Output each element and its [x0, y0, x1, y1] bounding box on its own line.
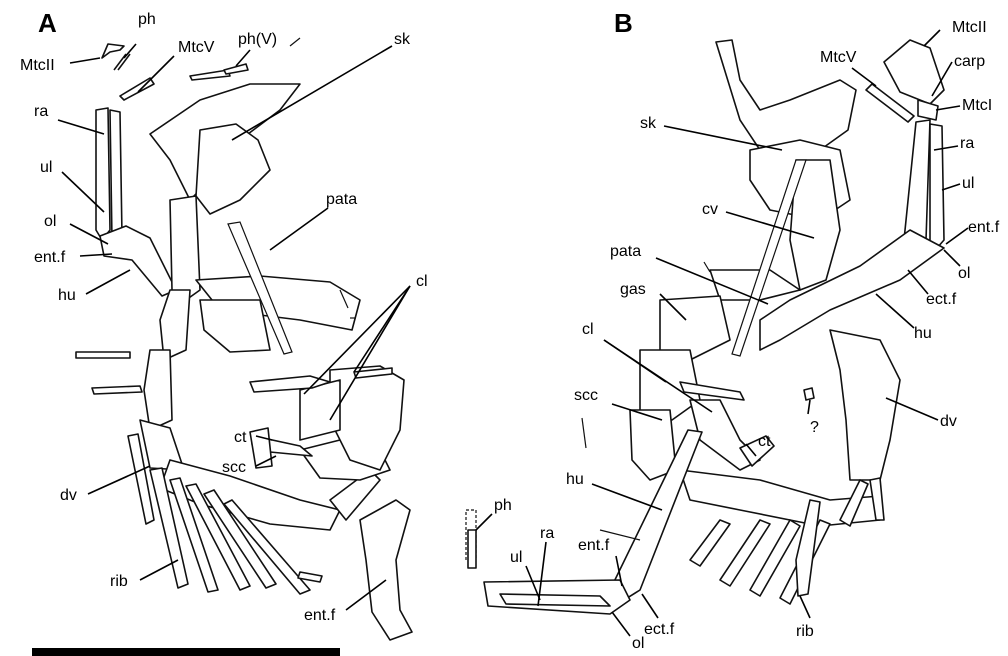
label-a-ph: ph: [138, 11, 156, 28]
label-b-ect-f2: ect.f: [644, 621, 675, 638]
label-b-mtci: MtcI: [962, 97, 992, 114]
label-b-ent-f: ent.f: [968, 219, 1000, 236]
label-b-hu: hu: [914, 325, 932, 342]
label-a-scc: scc: [222, 459, 246, 476]
label-a-ct: ct: [234, 429, 247, 446]
label-b-ph: ph: [494, 497, 512, 514]
label-a-ol: ol: [44, 213, 56, 230]
label-b-rib: rib: [796, 623, 814, 640]
label-a-ent-f2: ent.f: [304, 607, 336, 624]
label-b-pata: pata: [610, 243, 641, 260]
panel-label-a: A: [38, 8, 57, 38]
panel-a-drawing: [76, 38, 412, 640]
label-b-ct: ct: [758, 433, 771, 450]
label-b-mtcii: MtcII: [952, 19, 987, 36]
label-b-sk: sk: [640, 115, 657, 132]
label-b-mtcv: MtcV: [820, 49, 857, 66]
label-b-scc: scc: [574, 387, 598, 404]
label-b-ect-f: ect.f: [926, 291, 957, 308]
label-b-dv: dv: [940, 413, 957, 430]
label-b-cl: cl: [582, 321, 594, 338]
label-a-ul: ul: [40, 159, 52, 176]
label-b-ent-f2: ent.f: [578, 537, 610, 554]
label-b-ul: ul: [962, 175, 974, 192]
label-b-carp: carp: [954, 53, 985, 70]
label-a-pata: pata: [326, 191, 357, 208]
label-b-ol2: ol: [632, 635, 644, 652]
label-b-hu2: hu: [566, 471, 584, 488]
label-a-cl: cl: [416, 273, 428, 290]
label-b-ra2: ra: [540, 525, 554, 542]
label-a-dv: dv: [60, 487, 77, 504]
label-b-ul2: ul: [510, 549, 522, 566]
label-a-ra: ra: [34, 103, 48, 120]
label-b-ra: ra: [960, 135, 974, 152]
label-b-gas: gas: [620, 281, 646, 298]
label-b-ol: ol: [958, 265, 970, 282]
panel-label-b: B: [614, 8, 633, 38]
label-a-ent-f: ent.f: [34, 249, 66, 266]
label-a-mtcv: MtcV: [178, 39, 215, 56]
scale-bar: [32, 648, 340, 656]
label-b-q: ?: [810, 419, 819, 436]
label-a-hu: hu: [58, 287, 76, 304]
label-a-sk: sk: [394, 31, 411, 48]
panel-b-drawing: [466, 40, 944, 614]
label-a-ph-v: ph(V): [238, 31, 277, 48]
label-a-rib: rib: [110, 573, 128, 590]
label-b-cv: cv: [702, 201, 718, 218]
label-a-mtcii: MtcII: [20, 57, 55, 74]
